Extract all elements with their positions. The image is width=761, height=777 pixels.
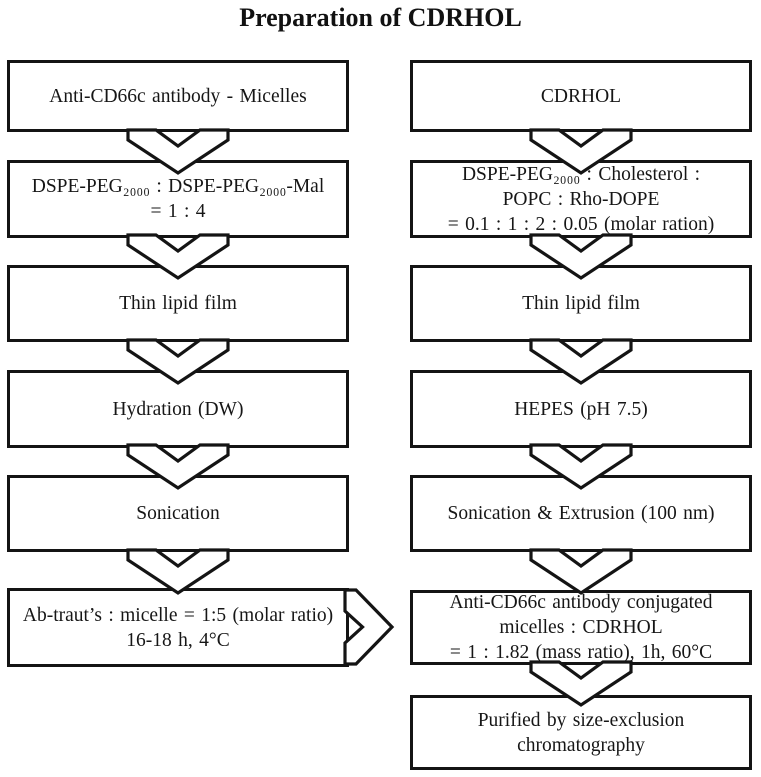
down-arrow-icon [529,660,633,707]
down-arrow-icon [126,338,230,385]
right-arrow-icon [343,588,395,666]
box-conjugation-reaction: Anti-CD66c antibody conjugated micelles … [410,590,752,665]
down-arrow-icon [126,443,230,490]
down-arrow-icon [126,548,230,595]
box-text-line: = 0.1 : 1 : 2 : 0.05 (molar ration) [447,213,715,235]
box-ab-trauts-reaction: Ab-traut’s : micelle = 1:5 (molar ratio)… [7,588,349,667]
box-antibody-micelles-header: Anti-CD66c antibody - Micelles [7,60,349,132]
box-text-line: Sonication & Extrusion (100 nm) [447,503,715,524]
box-text-line: micelles : CDRHOL [499,617,663,638]
box-text-line: Thin lipid film [119,293,237,314]
box-text-line: POPC : Rho-DOPE [502,188,660,210]
box-text-line: Ab-traut’s : micelle = 1:5 (molar ratio) [22,604,334,626]
box-text-line: Purified by size-exclusion [477,709,685,731]
box-text-line: Anti-CD66c antibody - Micelles [49,85,307,107]
down-arrow-icon [529,338,633,385]
down-arrow-icon [529,443,633,490]
diagram-title: Preparation of CDRHOL [239,3,522,32]
box-text-line: CDRHOL [540,85,622,107]
down-arrow-icon [529,548,633,595]
box-text-line: Hydration (DW) [112,398,244,420]
box-text-line: Thin lipid film [522,293,640,314]
box-text-line: DSPE-PEG₂₀₀₀ : DSPE-PEG₂₀₀₀-Mal [31,176,325,197]
box-text-line: chromatography [517,734,645,756]
box-text-line: Sonication [136,503,220,524]
box-cdrhol-header: CDRHOL [410,60,752,132]
down-arrow-icon [529,233,633,280]
down-arrow-icon [126,233,230,280]
down-arrow-icon [529,128,633,175]
box-text-line: = 1 : 4 [150,201,206,222]
box-text-line: HEPES (pH 7.5) [514,398,648,420]
box-text-line: = 1 : 1.82 (mass ratio), 1h, 60°C [449,642,713,663]
box-text-line: Anti-CD66c antibody conjugated [449,592,713,613]
box-text-line: 16-18 h, 4°C [126,629,230,651]
down-arrow-icon [126,128,230,175]
